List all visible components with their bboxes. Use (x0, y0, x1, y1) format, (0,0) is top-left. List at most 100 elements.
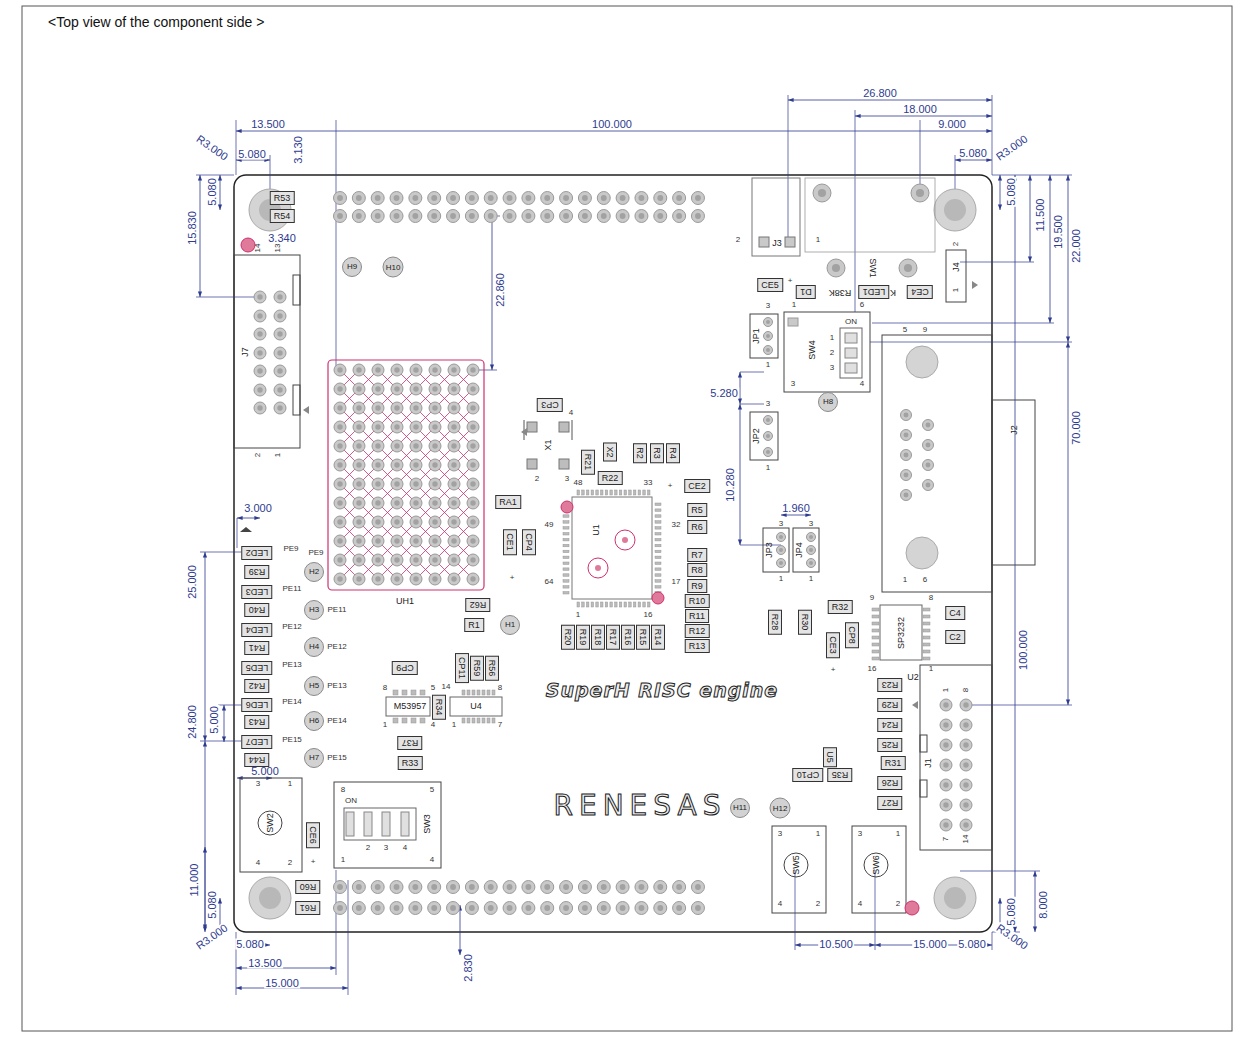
part-label: SW2 (266, 813, 275, 833)
part-designator: R2 (635, 447, 645, 459)
pin-pad (391, 516, 403, 528)
part-box: CE2 (684, 479, 710, 493)
jumper-outline (763, 528, 789, 572)
chip-body (572, 497, 652, 599)
chip-pad (655, 568, 661, 571)
pin-pad (334, 210, 347, 223)
pin-pad (274, 291, 286, 303)
chip-pad (487, 718, 490, 723)
chip-pad (615, 490, 618, 495)
pin-number: 4 (858, 900, 862, 908)
dimension-value: 2.830 (463, 953, 474, 983)
chip-pad (655, 550, 661, 553)
pin-pad (391, 478, 403, 490)
pin-number: PE15 (327, 754, 347, 762)
dimension-value: 9.000 (937, 119, 967, 130)
pin-pad (578, 881, 591, 894)
pin-pad (522, 210, 535, 223)
chip-pad (482, 690, 485, 695)
chip-pad (563, 592, 569, 595)
mounting-hole-center (944, 199, 966, 221)
dimension-line (1000, 175, 1001, 210)
part-designator: R21 (583, 454, 593, 471)
part-designator: R42 (249, 681, 266, 691)
part-label: R38K (829, 288, 852, 297)
part-designator: LED4 (246, 625, 269, 635)
pin-hole (432, 500, 437, 505)
pin-number: 4 (778, 900, 782, 908)
pin-number: 7 (942, 837, 950, 841)
dimension-value: R3.000 (193, 922, 230, 953)
pin-pad (391, 383, 403, 395)
part-box: CE6 (306, 822, 320, 848)
part-box: CE4 (907, 285, 933, 299)
pin-pad (372, 535, 384, 547)
chip-pad (872, 622, 879, 625)
extension-line (970, 705, 1072, 706)
part-designator: CE6 (308, 826, 318, 844)
part-label: JP2 (752, 428, 761, 444)
pin-pad (764, 332, 773, 341)
pin-pad (448, 478, 460, 490)
pin-pad (353, 573, 365, 585)
pin-pad (274, 310, 286, 322)
pin-pad (429, 535, 441, 547)
dip-slider (845, 333, 857, 343)
dimension-value: 5.080 (207, 890, 218, 920)
chip-pad (563, 533, 569, 536)
pin-number: PE9 (283, 545, 298, 553)
chip-pad (487, 690, 490, 695)
pin-number: 3 (809, 520, 813, 528)
pin-hole (620, 195, 626, 201)
pin-pad (391, 402, 403, 414)
chip-pad (629, 490, 632, 495)
pin-hole (470, 481, 475, 486)
pin-number: 3 (779, 520, 783, 528)
part-box: R8 (687, 563, 707, 577)
chip-pad (872, 636, 879, 639)
pin-hole (470, 557, 475, 562)
dimension-value: 26.800 (862, 88, 898, 99)
part-designator: CE4 (911, 287, 929, 297)
pin-pad (429, 383, 441, 395)
part-box: C4 (945, 606, 965, 620)
part-box: LED2 (242, 546, 273, 560)
pin-hole (916, 189, 924, 197)
pin-number: 1 (929, 665, 933, 673)
pin-hole (809, 535, 813, 539)
pin-hole (394, 884, 400, 890)
pin-pad (353, 459, 365, 471)
pin-number: 1 (830, 334, 834, 342)
pin-hole (356, 481, 361, 486)
pin-hole (904, 453, 909, 458)
pin-pad (560, 210, 573, 223)
pin-pad (467, 383, 479, 395)
part-designator: X2 (605, 446, 615, 457)
pin-hole (963, 802, 968, 807)
pin-hole (413, 405, 418, 410)
chip-pad (643, 602, 646, 607)
pin-pad (578, 192, 591, 205)
chip-pad (577, 490, 580, 495)
test-point: H5 (304, 676, 324, 696)
pin-hole (394, 424, 399, 429)
pin-pad (410, 383, 422, 395)
part-box: R41 (245, 641, 270, 655)
part-designator: R6 (691, 522, 703, 532)
pin-pad (410, 497, 422, 509)
pin-hole (695, 195, 701, 201)
extension-line (855, 110, 856, 312)
part-box: CP3 (537, 398, 563, 412)
pin-hole (470, 405, 475, 410)
part-box: R19 (576, 625, 590, 650)
chip-pad (477, 718, 480, 723)
chip-pad (582, 602, 585, 607)
pin-hole (337, 443, 342, 448)
pin-hole (450, 195, 456, 201)
part-designator: R25 (882, 740, 899, 750)
pin-hole (413, 424, 418, 429)
pin-number: PE13 (327, 682, 347, 690)
pin-number: 3 (256, 780, 260, 788)
pin-hole (394, 213, 400, 219)
pin-hole (432, 424, 437, 429)
